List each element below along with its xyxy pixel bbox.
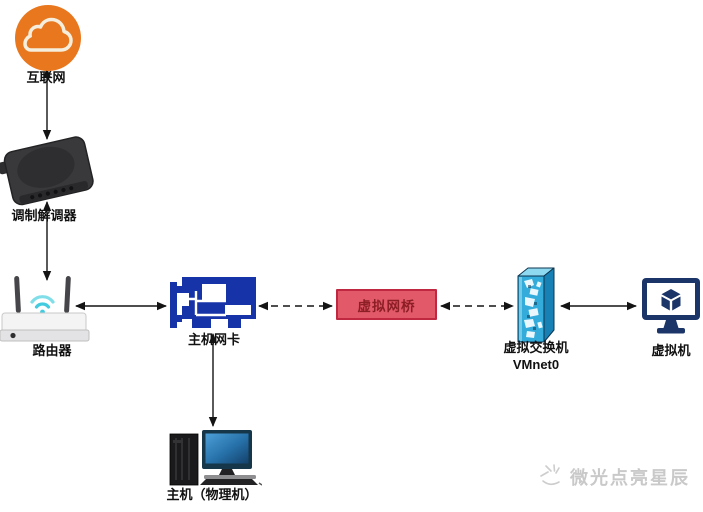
node-bridge: 虚拟网桥 [336, 289, 437, 320]
nic-label: 主机网卡 [187, 332, 241, 347]
internet-label: 互联网 [26, 70, 66, 85]
node-host [168, 428, 263, 495]
cube-icon [661, 289, 681, 311]
node-modem [0, 136, 98, 215]
node-router [0, 274, 92, 349]
vswitch-label: 虚拟交换机 [503, 340, 569, 355]
watermark: 微光点亮星辰 [538, 463, 690, 491]
node-vswitch [515, 264, 559, 351]
watermark-text: 微光点亮星辰 [570, 468, 690, 488]
cloud-icon [15, 5, 81, 71]
bridge-label: 虚拟网桥 [357, 298, 416, 314]
network-card-icon [170, 277, 256, 328]
router-label: 路由器 [32, 343, 72, 358]
host-label: 主机（物理机） [166, 487, 258, 502]
node-internet [14, 4, 82, 77]
sparkle-icon [540, 464, 560, 486]
node-nic [170, 277, 256, 338]
desktop-computer-icon [169, 430, 263, 486]
vm-label: 虚拟机 [651, 343, 691, 358]
switch-icon [517, 267, 555, 343]
router-icon [0, 275, 90, 342]
vswitch-sublabel: VMnet0 [512, 357, 560, 372]
node-vm [640, 276, 702, 343]
virtual-machine-icon [642, 278, 700, 334]
modem-label: 调制解调器 [11, 208, 77, 223]
modem-icon [0, 136, 94, 206]
